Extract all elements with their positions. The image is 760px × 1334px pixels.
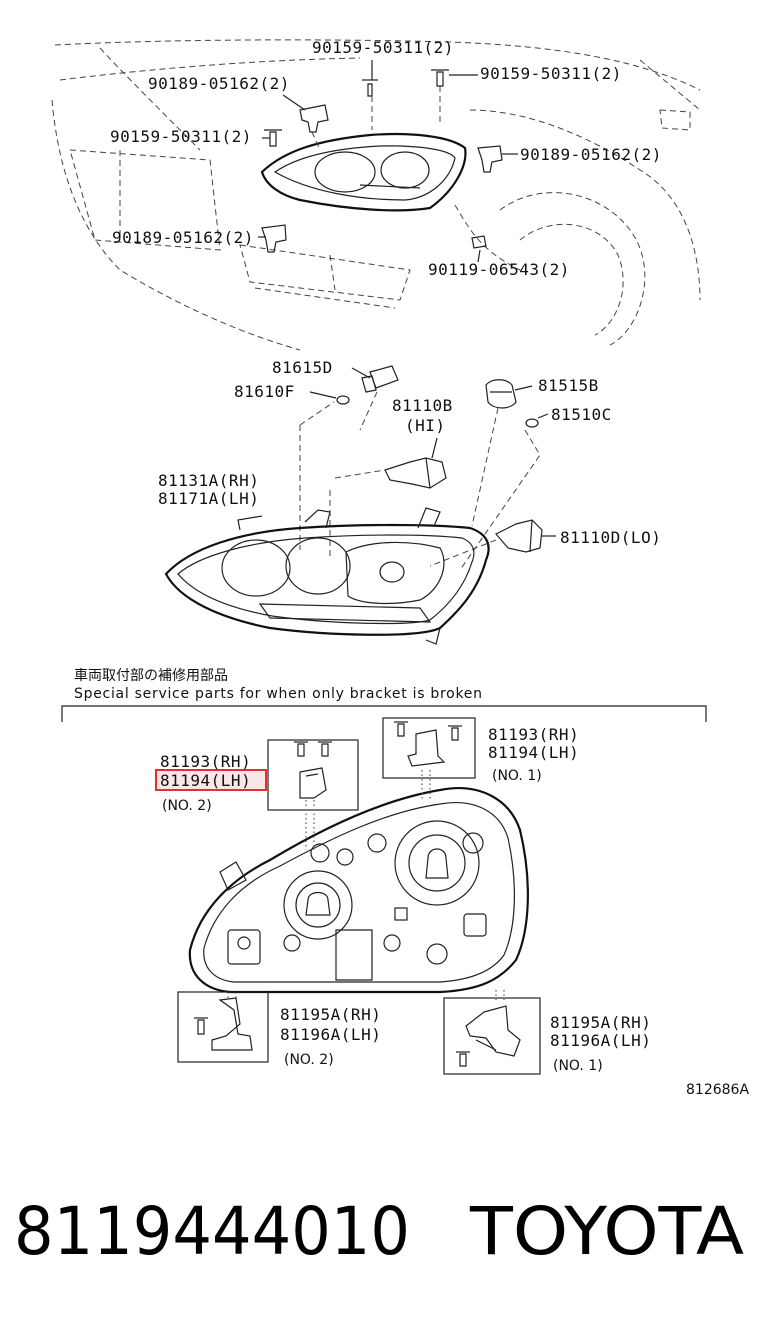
callout-90189-05162-f: 90189-05162(2): [112, 228, 254, 247]
callout-81195a-rh-no1: 81195A(RH): [550, 1013, 651, 1032]
callout-81171a-lh: 81171A(LH): [158, 489, 259, 508]
callout-81110b-hi: (HI): [405, 416, 446, 435]
tag-no1-bottom: (NO. 1): [553, 1058, 603, 1074]
diagram-code: 812686A: [686, 1082, 749, 1098]
callout-90159-50311-b: 90159-50311(2): [480, 64, 622, 83]
callout-81510c: 81510C: [551, 405, 612, 424]
callout-81515b: 81515B: [538, 376, 599, 395]
car-front-drawing: [51, 39, 701, 351]
callout-81615d: 81615D: [272, 358, 333, 377]
callout-90189-05162-c: 90189-05162(2): [148, 74, 290, 93]
tag-no1-top: (NO. 1): [492, 768, 542, 784]
headlamp-assembly-drawing: [164, 365, 556, 645]
note-english: Special service parts for when only brac…: [74, 686, 482, 702]
section-divider: [61, 705, 707, 722]
callout-81196a-lh-no1: 81196A(LH): [550, 1031, 651, 1050]
callout-81110b: 81110B: [392, 396, 453, 415]
callout-81193-rh-no1: 81193(RH): [488, 725, 579, 744]
callout-81131a-rh: 81131A(RH): [158, 471, 259, 490]
tag-no2-top: (NO. 2): [162, 798, 212, 814]
tag-no2-bottom: (NO. 2): [284, 1052, 334, 1068]
callout-90189-05162-e: 90189-05162(2): [520, 145, 662, 164]
callout-90159-50311-d: 90159-50311(2): [110, 127, 252, 146]
callout-81110d-lo: 81110D(LO): [560, 528, 661, 547]
footer-part-number: 8119444010: [14, 1193, 410, 1270]
callout-81194-lh-no2: 81194(LH): [160, 771, 251, 790]
footer-brand: TOYOTA: [469, 1193, 744, 1270]
callout-81194-lh-no1: 81194(LH): [488, 743, 579, 762]
highlighted-part-box: [155, 769, 267, 791]
callout-81193-rh-no2: 81193(RH): [160, 752, 251, 771]
callout-81195a-rh-no2: 81195A(RH): [280, 1005, 381, 1024]
callout-81196a-lh-no2: 81196A(LH): [280, 1025, 381, 1044]
headlamp-rear-drawing: [177, 717, 541, 1075]
note-japanese: 車両取付部の補修用部品: [74, 667, 228, 684]
callout-90159-50311-a: 90159-50311(2): [312, 38, 454, 57]
callout-81610f: 81610F: [234, 382, 295, 401]
callout-90119-06543: 90119-06543(2): [428, 260, 570, 279]
